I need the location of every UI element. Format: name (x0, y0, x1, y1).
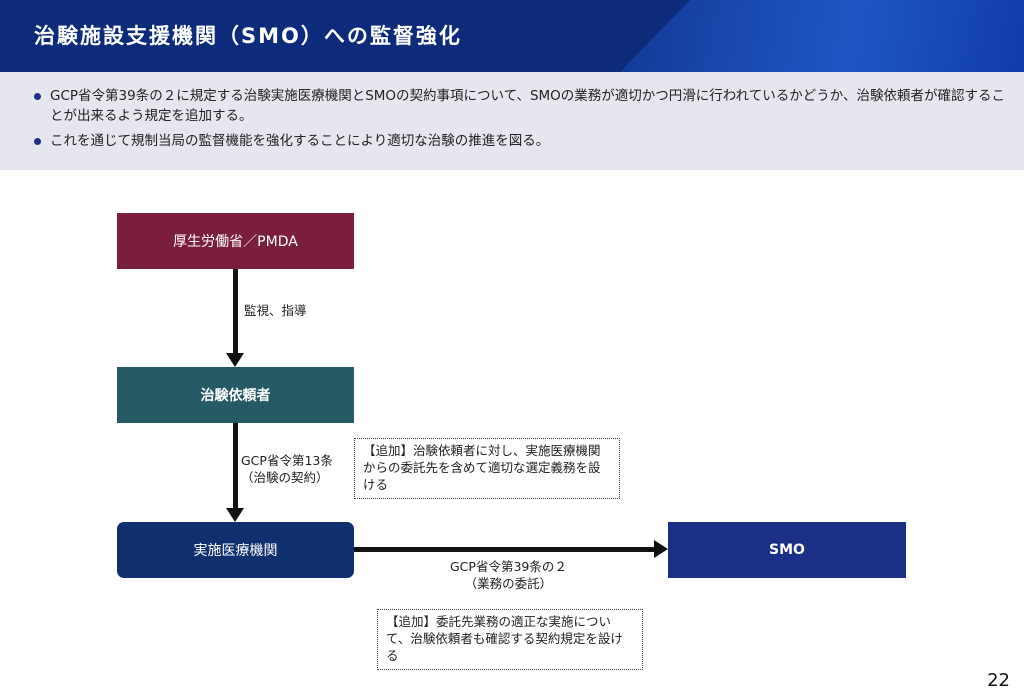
page-number: 22 (987, 670, 1010, 691)
arrow-site-to-smo (354, 540, 668, 558)
edge-label-gcp39: GCP省令第39条の２ （業務の委託） (450, 558, 567, 592)
node-sponsor: 治験依頼者 (117, 367, 354, 423)
arrow-mhlw-to-sponsor (226, 269, 244, 367)
node-smo: SMO (668, 522, 906, 578)
page-title: 治験施設支援機関（SMO）への監督強化 (34, 24, 462, 48)
edge-label-gcp13: GCP省令第13条 （治験の契約） (241, 452, 333, 486)
bullet-dot-icon (34, 138, 41, 145)
edge-label-gcp13-line1: GCP省令第13条 (241, 453, 333, 468)
intro-panel: GCP省令第39条の２に規定する治験実施医療機関とSMOの契約事項について、SM… (0, 72, 1024, 170)
bullet-text: GCP省令第39条の２に規定する治験実施医療機関とSMOの契約事項について、SM… (50, 88, 1005, 124)
bullet-text: これを通じて規制当局の監督機能を強化することにより適切な治験の推進を図る。 (50, 133, 550, 149)
edge-label-gcp39-line2: （業務の委託） (464, 576, 553, 591)
node-medical-institution: 実施医療機関 (117, 522, 354, 578)
header-banner: 治験施設支援機関（SMO）への監督強化 (0, 0, 1024, 72)
edge-label-gcp39-line1: GCP省令第39条の２ (450, 559, 567, 574)
note-sponsor-selection: 【追加】治験依頼者に対し、実施医療機関からの委託先を含めて適切な選定義務を設ける (354, 438, 620, 499)
arrow-sponsor-to-site (226, 423, 244, 522)
bullet-dot-icon (34, 93, 41, 100)
header-accent (620, 0, 1024, 72)
edge-label-monitor: 監視、指導 (244, 303, 307, 318)
node-mhlw-pmda: 厚生労働省／PMDA (117, 213, 354, 269)
edge-label-gcp13-line2: （治験の契約） (241, 470, 329, 485)
note-contract-confirmation: 【追加】委託先業務の適正な実施について、治験依頼者も確認する契約規定を設ける (377, 609, 643, 670)
